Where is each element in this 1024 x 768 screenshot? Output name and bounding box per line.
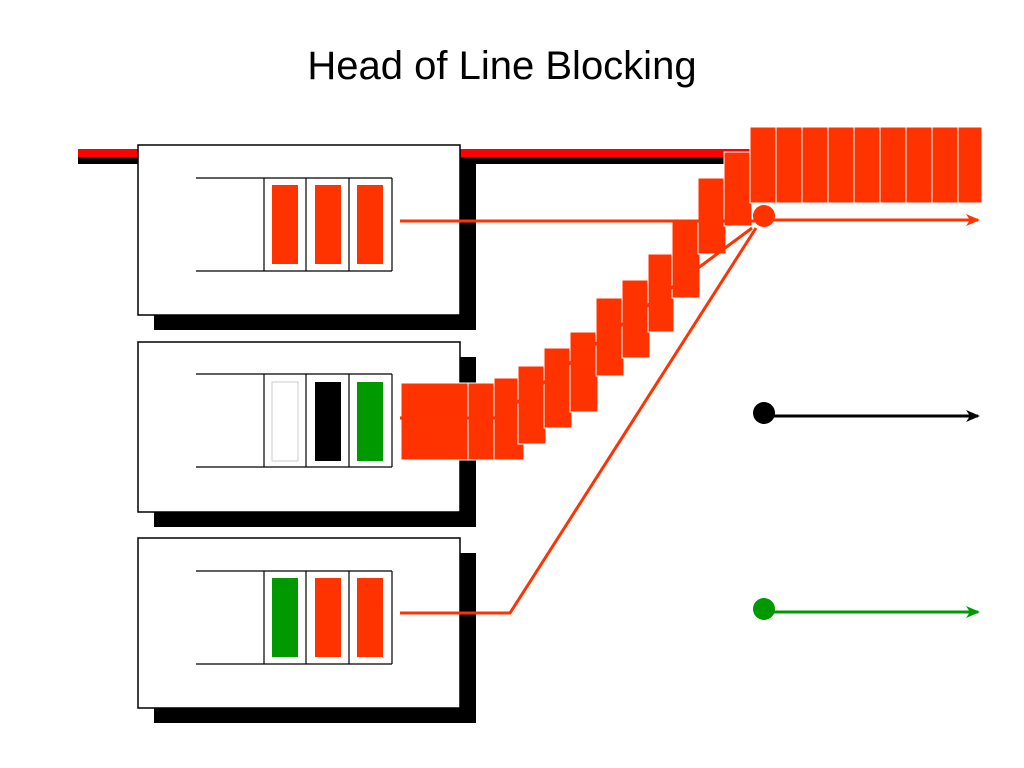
- input-port-3: [137, 537, 476, 723]
- diagram-title: Head of Line Blocking: [307, 44, 697, 88]
- input-port-1: [137, 144, 476, 330]
- queue-3-cell-1: [272, 578, 298, 657]
- output-black: [753, 402, 980, 424]
- queue-1-cell-3: [357, 185, 383, 264]
- input-queue-1: [196, 177, 393, 272]
- queue-3-cell-3: [357, 578, 383, 657]
- queue-1-cell-1: [272, 185, 298, 264]
- queue-1-cell-2: [315, 185, 341, 264]
- output-green: [753, 598, 980, 620]
- queue-2-cell-1: [271, 381, 299, 462]
- input-queue-3: [196, 570, 393, 665]
- output-red: [753, 205, 980, 227]
- switch-paths: [400, 219, 764, 615]
- queue-2-cell-2: [315, 382, 341, 461]
- blocked-packet-trail: [400, 126, 983, 461]
- queue-2-cell-3: [357, 382, 383, 461]
- input-queue-2: [196, 373, 393, 468]
- path-input-3: [400, 227, 758, 615]
- queue-3-cell-2: [315, 578, 341, 657]
- path-input-2: [400, 226, 753, 420]
